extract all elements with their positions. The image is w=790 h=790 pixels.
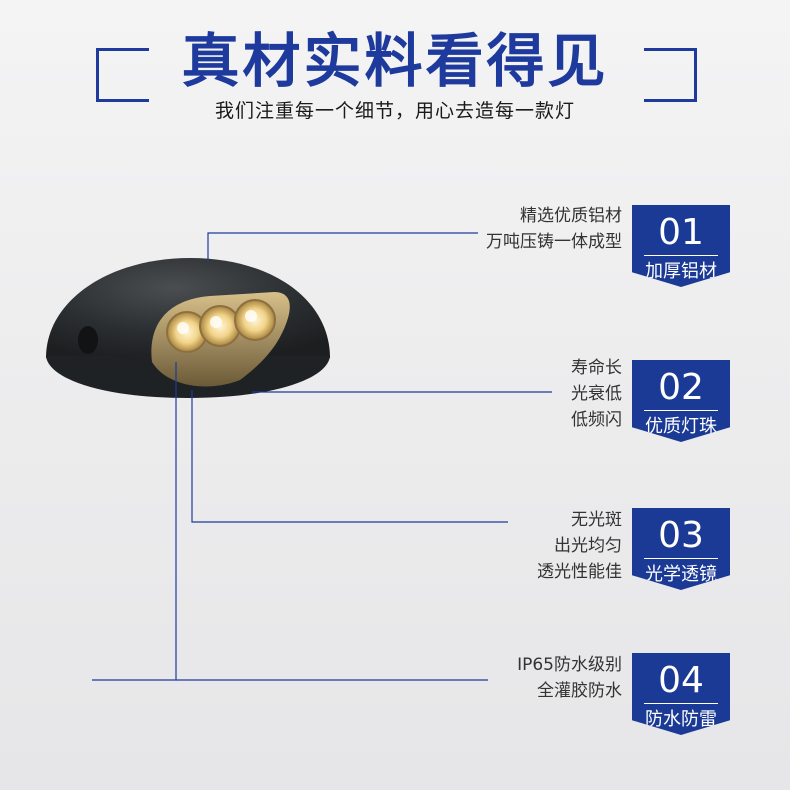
feature-01-text: 精选优质铝材 万吨压铸一体成型	[486, 203, 622, 255]
feature-01-line-2: 万吨压铸一体成型	[486, 232, 622, 252]
feature-02-line-3: 低频闪	[571, 410, 622, 430]
feature-02-line-2: 光衰低	[571, 384, 622, 404]
feature-02-label: 优质灯珠	[645, 416, 717, 437]
feature-03-line-1: 无光斑	[571, 510, 622, 530]
feature-02-text: 寿命长 光衰低 低频闪	[571, 355, 622, 433]
feature-04-number: 04	[658, 660, 704, 701]
feature-03-line-2: 出光均匀	[554, 536, 622, 556]
feature-03-number: 03	[658, 515, 704, 556]
feature-01-number: 01	[658, 212, 704, 253]
feature-03-label: 光学透镜	[645, 564, 717, 585]
feature-02-number: 02	[658, 367, 704, 408]
leader-lines	[92, 232, 552, 681]
page-subtitle: 我们注重每一个细节，用心去造每一款灯	[214, 100, 575, 122]
feature-04-divider	[644, 703, 718, 704]
feature-04-badge: 04 防水防雷	[632, 653, 730, 735]
leader-line-03	[191, 390, 508, 523]
title-bracket-right	[644, 48, 697, 102]
feature-04-line-1: IP65防水级别	[517, 655, 622, 675]
feature-01-divider	[644, 255, 718, 256]
leader-line-04	[92, 362, 177, 681]
feature-02-divider	[644, 410, 718, 411]
feature-04-text: IP65防水级别 全灌胶防水	[517, 652, 622, 704]
screw-hole	[78, 326, 98, 354]
page-title: 真材实料看得见	[181, 27, 609, 95]
title-bracket-left	[96, 48, 149, 102]
feature-01-line-1: 精选优质铝材	[520, 206, 622, 226]
feature-03-divider	[644, 558, 718, 559]
feature-01-badge: 01 加厚铝材	[632, 205, 730, 287]
leader-line-01	[207, 232, 478, 262]
feature-02-badge: 02 优质灯珠	[632, 360, 730, 442]
feature-04-label: 防水防雷	[645, 709, 717, 730]
feature-03-badge: 03 光学透镜	[632, 508, 730, 590]
feature-02-line-1: 寿命长	[571, 358, 622, 378]
feature-01-label: 加厚铝材	[645, 261, 717, 282]
feature-03-line-3: 透光性能佳	[537, 562, 622, 582]
feature-04-line-2: 全灌胶防水	[537, 681, 622, 701]
feature-03-text: 无光斑 出光均匀 透光性能佳	[537, 507, 622, 585]
